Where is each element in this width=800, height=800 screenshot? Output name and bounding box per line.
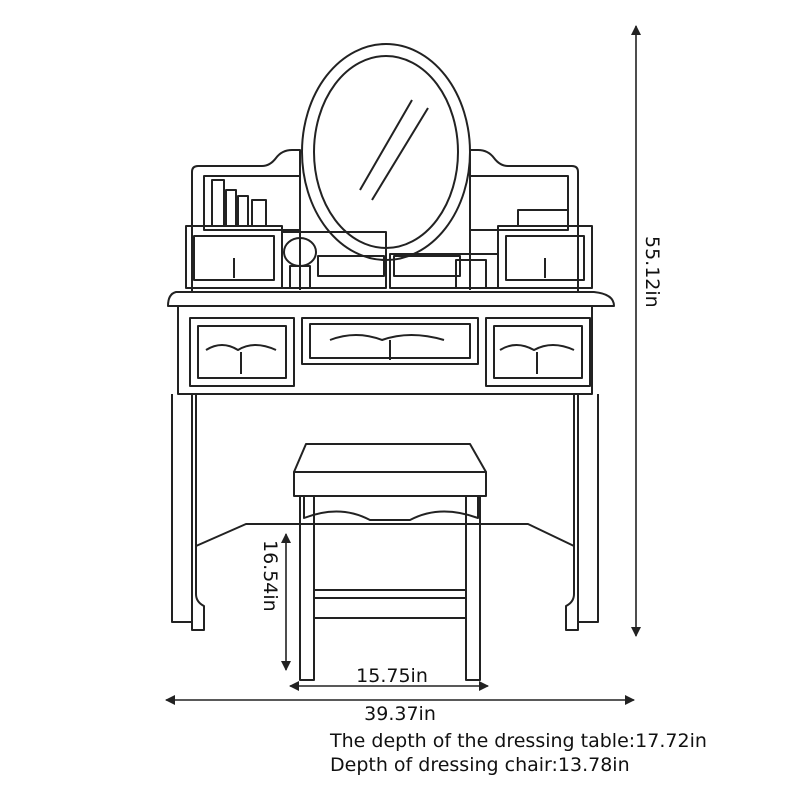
- chair-depth-note: Depth of dressing chair:13.78in: [330, 754, 630, 776]
- drawer-left: [189, 317, 295, 387]
- chair-leg-right: [465, 495, 481, 681]
- chair-seat-edge: [293, 471, 487, 497]
- chair-height-label: 16.54in: [259, 540, 281, 612]
- organizer-shelf-right: [389, 253, 499, 289]
- organizer-drawer-left-inner: [193, 235, 275, 281]
- table-depth-note: The depth of the dressing table:17.72in: [330, 730, 707, 752]
- bottle-3: [237, 195, 249, 227]
- leg-right: [565, 394, 599, 631]
- chair-seat: [293, 443, 487, 473]
- stretcher: [195, 523, 575, 547]
- dimension-lines: [165, 25, 641, 705]
- dimension-labels: 55.12in 39.37in 16.54in 15.75in: [259, 236, 663, 725]
- mirror-glass: [313, 55, 459, 249]
- total-height-label: 55.12in: [641, 236, 663, 308]
- back-panel-left-inner: [203, 175, 301, 231]
- jewelry-box: [517, 209, 569, 227]
- carving-center: [329, 334, 445, 341]
- mirror-reflection-2: [371, 107, 429, 201]
- drawer-left-inner: [197, 325, 287, 379]
- drawer-right: [485, 317, 591, 387]
- mirror-reflection-1: [359, 99, 413, 191]
- back-panel: [191, 149, 579, 292]
- organizer-drawer-right-inner: [505, 235, 585, 281]
- bottle-2: [225, 189, 237, 227]
- organizer-shelf-left: [281, 231, 387, 289]
- dressing-chair: [293, 443, 487, 681]
- chair-width-label: 15.75in: [356, 665, 428, 687]
- drawer-center: [301, 317, 479, 365]
- jar: [455, 259, 487, 289]
- drawer-right-inner: [493, 325, 583, 379]
- mirror-frame: [301, 43, 471, 261]
- carving-right: [499, 344, 575, 351]
- back-panel-right-inner: [469, 175, 569, 231]
- apron: [177, 305, 593, 395]
- carving-left: [205, 344, 277, 351]
- table-width-label: 39.37in: [364, 703, 436, 725]
- tabletop: [167, 291, 615, 307]
- chair-apron: [303, 495, 479, 521]
- plant-leaves: [283, 237, 317, 267]
- bottle-1: [211, 179, 225, 227]
- organizer-small-drawer-right: [393, 255, 461, 277]
- bottle-4: [251, 199, 267, 227]
- organizer-small-drawer-left: [317, 255, 385, 277]
- dressing-table: [167, 43, 615, 631]
- chair-leg-left: [299, 495, 315, 681]
- leg-left: [171, 394, 205, 631]
